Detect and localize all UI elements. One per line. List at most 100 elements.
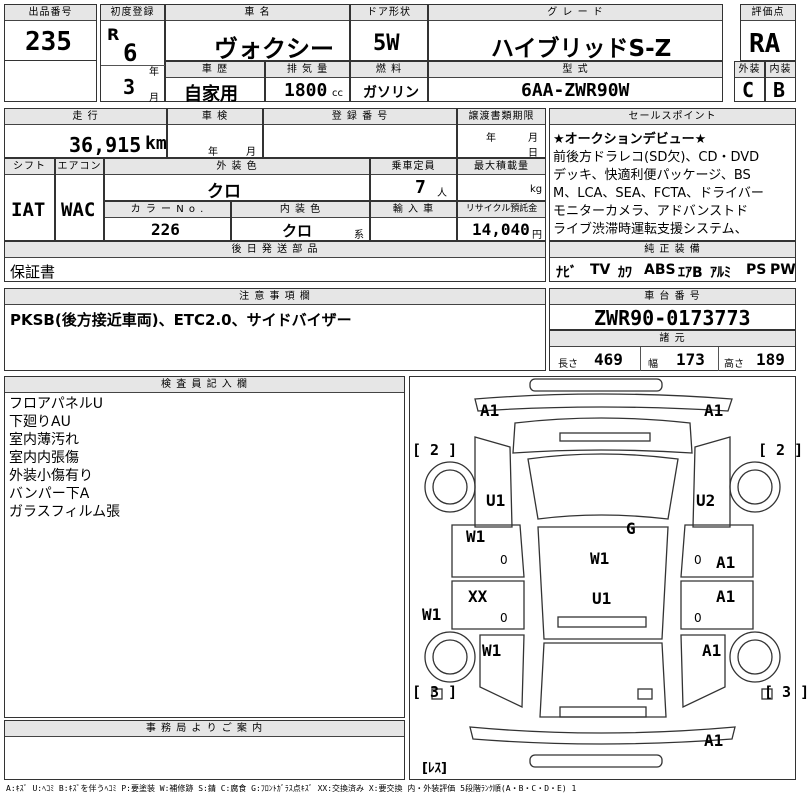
mark-w1-left-rear-quarter: W1 (482, 641, 502, 660)
specs-header: 諸 元 (550, 331, 795, 347)
sales-point-header: セールスポイント (550, 109, 795, 125)
width-label: 幅 (648, 359, 658, 370)
capacity: 7 (415, 177, 426, 198)
mark-rear-small: [ﾚｽ] (422, 761, 447, 776)
mark-zero: 0 (694, 611, 702, 625)
equipment-item: PW (770, 262, 796, 278)
legend: A:ｷｽﾞ U:ﾍｺﾐ B:ｷｽﾞを伴うﾍｺﾐ P:要塗装 W:補修跡 S:錆 … (6, 784, 577, 793)
year-unit: 年 (149, 67, 159, 78)
aircon: WAC (61, 199, 96, 221)
reg-no-header: 登 録 番 号 (264, 109, 456, 125)
era: R (107, 25, 120, 44)
equipment-item: PS (746, 262, 767, 278)
lot-blank (4, 60, 97, 102)
equipment-item: ｱﾙﾐ (710, 265, 731, 281)
displacement-unit: cc (332, 88, 343, 99)
specs-cell: 諸 元 長さ 469 幅 173 高さ 189 (549, 330, 796, 371)
sales-point-line: ライブ渋滞時運転支援システム、 (553, 222, 748, 237)
displacement-header: 排 気 量 (266, 62, 349, 78)
score: RA (749, 29, 781, 59)
mark-front-right: A1 (704, 401, 724, 420)
width-value: 173 (676, 350, 705, 369)
height-label: 高さ (724, 359, 744, 370)
mark-u2-right: U2 (696, 491, 716, 510)
score-cell: 評価点 RA (740, 4, 796, 61)
aircon-cell: エアコン WAC (55, 158, 104, 241)
max-load-header: 最大積載量 (458, 159, 545, 175)
after-parts-header: 後 日 発 送 部 品 (5, 242, 545, 258)
max-load-unit: kg (530, 184, 543, 195)
model-code-header: 型 式 (429, 62, 722, 78)
notice-header: 注 意 事 項 欄 (5, 289, 545, 305)
equipment-cell: 純 正 装 備 ﾅﾋﾞ TV ｶﾜ ABS ｴｱB ｱﾙﾐ PS PW (549, 241, 796, 282)
reg-no-cell: 登 録 番 号 (263, 108, 457, 158)
mark-bracket-3-right: [ 3 ] (764, 683, 809, 701)
capacity-cell: 乗車定員 7 人 (370, 158, 457, 201)
transfer-day-unit: 日 (528, 148, 538, 159)
mark-xx-left-rear-door: XX (468, 587, 488, 606)
recycle-fee: 14,040 (472, 220, 530, 239)
inspection-cell: 車 検 年 月 (167, 108, 263, 158)
interior-color: クロ (282, 222, 313, 240)
office-cell: 事 務 局 よ り ご 案 内 (4, 720, 405, 780)
length-value: 469 (594, 350, 623, 369)
mark-a1-right-rear-door: A1 (716, 587, 736, 606)
after-parts: 保証書 (10, 263, 56, 281)
mark-w1-roof: W1 (590, 549, 610, 568)
history-header: 車 歴 (166, 62, 264, 78)
grade: ハイブリッドS-Z (491, 36, 672, 62)
notice-cell: 注 意 事 項 欄 PKSB(後方接近車両)、ETC2.0、サイドバイザー (4, 288, 546, 371)
car-name-header: 車 名 (166, 5, 349, 21)
mark-bracket-2-left: [ 2 ] (412, 441, 458, 459)
recycle-header: リサイクル預託金 (458, 202, 545, 218)
model-code: 6AA-ZWR90W (521, 80, 630, 101)
mark-w1-left-side: W1 (422, 605, 442, 624)
after-parts-cell: 後 日 発 送 部 品 保証書 (4, 241, 546, 282)
height-value: 189 (756, 350, 785, 369)
exterior-color: クロ (207, 182, 241, 202)
mark-bracket-3-left: [ 3 ] (412, 683, 458, 701)
mark-glass: G (626, 519, 636, 538)
interior-header: 内装 (766, 62, 795, 78)
lot-number: 235 (25, 27, 72, 57)
capacity-header: 乗車定員 (371, 159, 456, 175)
first-reg-header: 初度登録 (101, 5, 164, 21)
score-header: 評価点 (741, 5, 795, 21)
car-outline (424, 378, 781, 768)
inspector-note: ガラスフィルム張 (9, 504, 121, 520)
mileage: 36,915 (69, 133, 142, 157)
mark-a1-right-rear-quarter: A1 (702, 641, 722, 660)
mileage-unit: km (145, 133, 167, 154)
equipment-item: ﾅﾋﾞ (556, 265, 577, 281)
mark-w1-left-front-door: W1 (466, 527, 486, 546)
color-no-cell: カ ラ ー N o . 226 (104, 201, 231, 241)
mark-zero: 0 (500, 553, 508, 567)
inspector-header: 検 査 員 記 入 欄 (5, 377, 404, 393)
shift-header: シフト (5, 159, 54, 175)
exterior-grade-cell: 外装 C (734, 61, 765, 102)
mark-u1-left: U1 (486, 491, 506, 510)
interior-color-unit: 系 (354, 230, 364, 241)
ext-color-cell: 外 装 色 クロ (104, 158, 370, 202)
transfer-header: 譲渡書類期限 (458, 109, 545, 125)
capacity-unit: 人 (437, 188, 447, 199)
interior-grade: B (773, 78, 786, 102)
transfer-year-unit: 年 (486, 133, 496, 144)
mileage-cell: 走 行 36,915 km (4, 108, 167, 158)
transfer-month-unit: 月 (528, 133, 538, 144)
inspector-note: 外装小傷有り (9, 468, 93, 484)
car-name: ヴォクシー (214, 35, 334, 63)
notice-text: PKSB(後方接近車両)、ETC2.0、サイドバイザー (10, 311, 352, 329)
sales-point-line: M、LCA、SEA、FCTA、ドライバー (553, 186, 764, 201)
inspector-note: フロアパネルU (9, 396, 103, 412)
inspection-month-unit: 月 (246, 147, 256, 158)
lot-cell: 出品番号 235 (4, 4, 97, 61)
sales-point-line: ★オークションデビュー★ (553, 132, 707, 147)
length-label: 長さ (558, 359, 578, 370)
mark-zero: 0 (500, 611, 508, 625)
inspector-note: 室内薄汚れ (9, 432, 79, 448)
history: 自家用 (184, 84, 238, 105)
ext-color-header: 外 装 色 (105, 159, 369, 175)
int-color-cell: 内 装 色 クロ 系 (231, 201, 370, 241)
exterior-header: 外装 (735, 62, 764, 78)
